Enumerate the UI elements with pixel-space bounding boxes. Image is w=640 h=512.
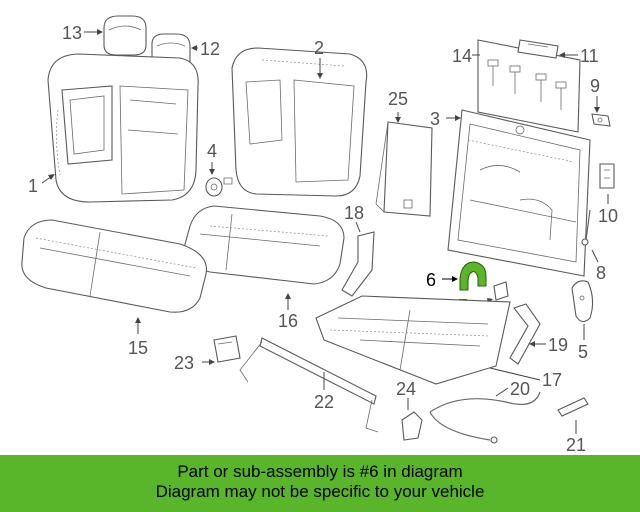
part-14-bolt-set[interactable] [477,39,581,133]
callout-1: 1 [28,176,38,196]
callout-24: 24 [396,379,416,399]
callout-3: 3 [430,109,440,129]
info-banner: Part or sub-assembly is #6 in diagram Di… [0,455,640,512]
callout-2: 2 [314,38,324,58]
part-23-bracket[interactable] [213,335,241,363]
part-21-handle[interactable] [557,397,589,417]
callout-23: 23 [174,353,194,373]
part-5-cover[interactable] [571,280,594,323]
callout-9: 9 [590,76,600,96]
part-9-latch[interactable] [591,113,611,127]
part-1-seatback[interactable] [47,53,199,203]
callout-21: 21 [566,435,586,455]
callout-13: 13 [62,23,82,43]
callout-20: 20 [510,379,530,399]
part-24-bracket[interactable] [401,411,423,441]
parts-diagram: 13 12 1 2 4 25 [21,15,618,455]
banner-line-2: Diagram may not be specific to your vehi… [155,482,485,501]
part-22-rod[interactable] [239,337,379,433]
callout-14: 14 [452,46,472,66]
part-20-cable[interactable] [429,391,541,444]
part-4-clip[interactable] [205,177,233,197]
callout-17: 17 [542,370,562,390]
callout-6: 6 [426,270,436,290]
callout-10: 10 [598,206,618,226]
part-16-cushion[interactable] [183,205,345,285]
part-19-trim[interactable] [509,303,541,365]
part-17-seat-pan[interactable] [315,295,511,385]
part-10-trim[interactable] [599,163,615,189]
callout-22: 22 [314,392,334,412]
part-8-bolt[interactable] [581,209,591,246]
part-6-bracket-highlighted[interactable] [459,261,487,291]
part-7-bracket[interactable] [493,281,509,301]
callout-11: 11 [580,46,599,66]
part-15-cushion[interactable] [21,219,208,313]
callout-15: 15 [128,338,148,358]
part-3-frame[interactable] [447,109,591,277]
part-18-trim[interactable] [341,231,375,297]
callout-25: 25 [388,89,408,109]
callout-5: 5 [578,342,588,362]
part-11-cap[interactable] [517,39,559,59]
callout-8: 8 [596,263,606,283]
callout-4: 4 [207,141,217,161]
callout-19: 19 [548,335,568,355]
callout-12: 12 [200,39,220,59]
part-25-panel[interactable] [375,121,433,217]
part-2-seatback[interactable] [231,47,368,197]
banner-line-1: Part or sub-assembly is #6 in diagram [177,462,463,481]
callout-16: 16 [278,311,298,331]
callout-18: 18 [344,203,364,223]
